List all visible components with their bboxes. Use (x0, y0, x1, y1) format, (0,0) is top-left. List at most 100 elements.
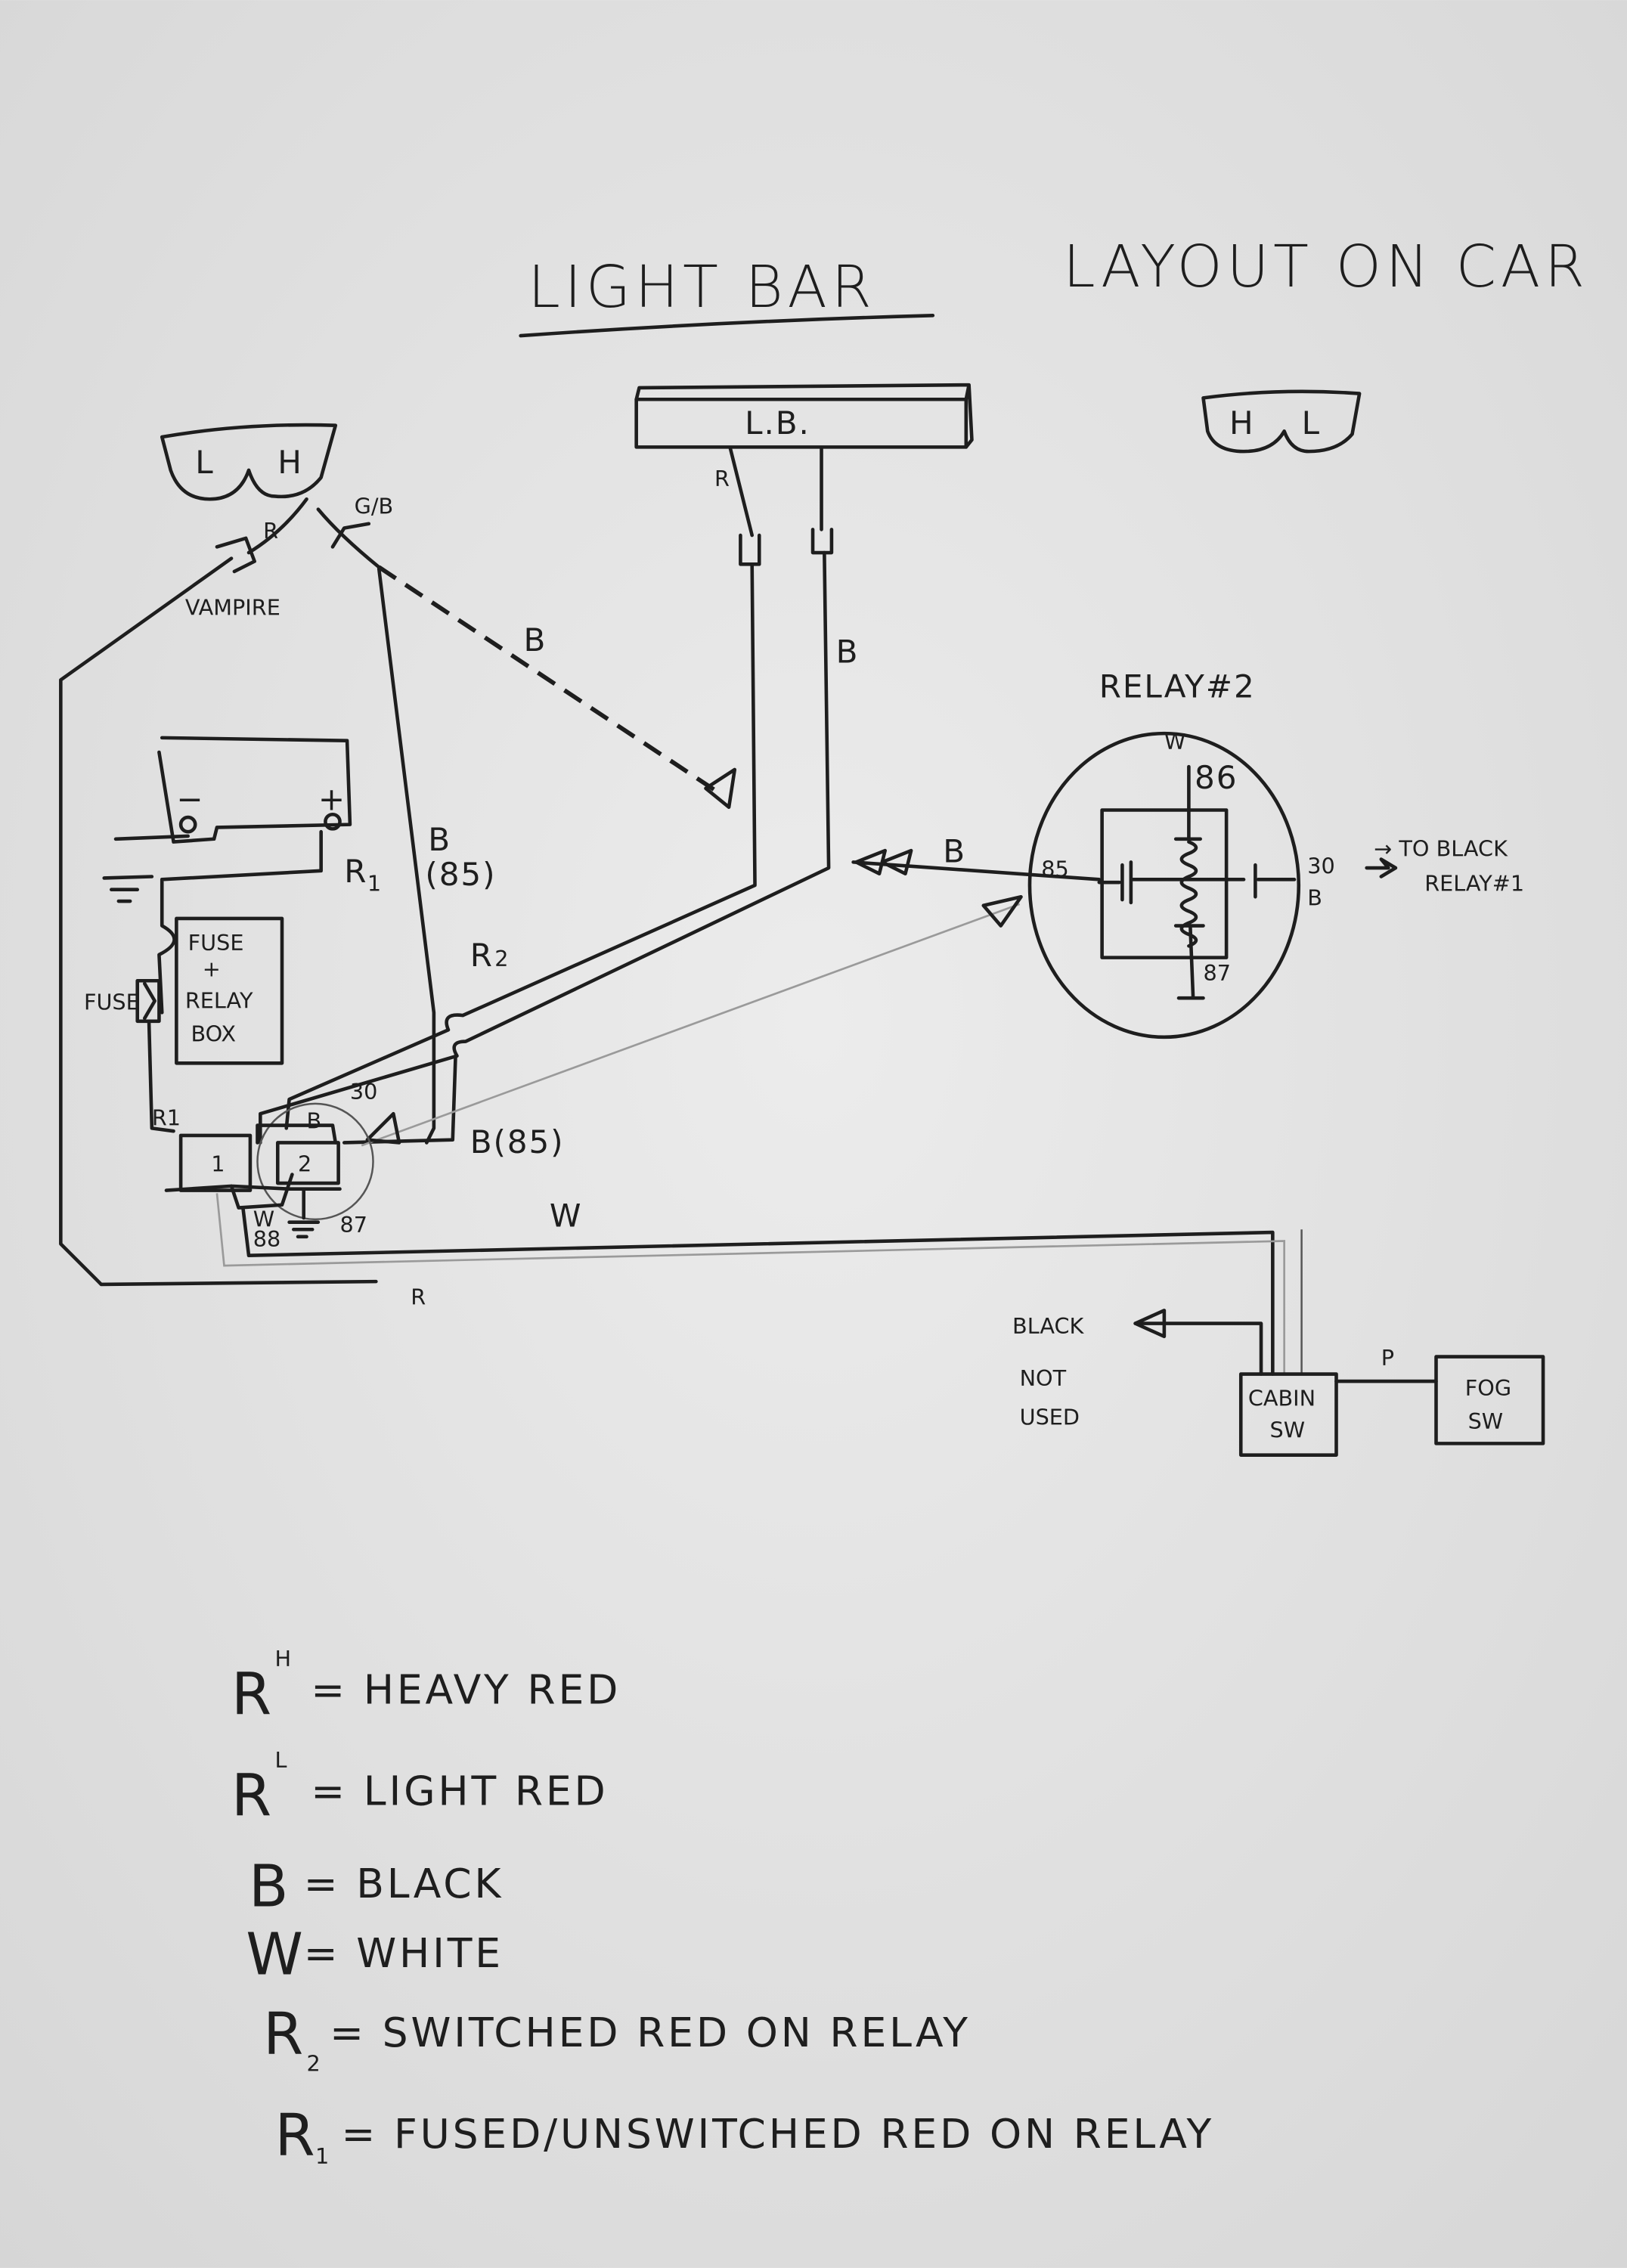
svg-text:1: 1 (315, 2143, 329, 2169)
fuse-relay-box (175, 916, 284, 1065)
svg-text:R: R (231, 1762, 271, 1830)
light-bar: L.B. (634, 383, 974, 449)
wire-black-85 (851, 860, 1102, 881)
fuse-box-line3: RELAY (185, 988, 253, 1014)
label-r1-battery: R (344, 853, 367, 890)
label-fuse: FUSE (84, 989, 140, 1015)
cabin-switch-line2: SW (1270, 1418, 1306, 1443)
label-b85-upper-b: B (428, 821, 451, 858)
relay1-unit1 (178, 1133, 253, 1192)
fuse-box-line4: BOX (191, 1021, 237, 1047)
headlight-right-l: L (1302, 404, 1321, 442)
relay2-b: B (1307, 885, 1322, 911)
label-p: P (1381, 1345, 1394, 1371)
wire-red-vampire (59, 497, 378, 1287)
relay1-unit1-label: 1 (211, 1151, 225, 1177)
relay2-85: 85 (1041, 857, 1069, 882)
black-not-used-1: BLACK (1012, 1313, 1084, 1339)
legend-item: R 1 = FUSED/UNSWITCHED RED ON RELAY (274, 2102, 1214, 2169)
svg-text:W: W (246, 1921, 303, 1988)
wire-white-inner (215, 1193, 1285, 1374)
vampire-connector (215, 536, 256, 574)
battery-negative: − (176, 781, 204, 818)
battery-neg-terminal (178, 815, 197, 834)
wire-black-not-used (1133, 1321, 1263, 1376)
relay2-note-1: → TO BLACK (1374, 836, 1508, 862)
battery-r1-wire (102, 829, 323, 1015)
fuse-box-line1: FUSE (188, 930, 244, 956)
svg-text:R: R (274, 2102, 315, 2169)
wire-b85-down (377, 566, 436, 1145)
relay2-w: W (1164, 729, 1185, 754)
lb-connector-left (739, 533, 761, 566)
relay2-note-2: RELAY#1 (1424, 871, 1524, 897)
legend-item: W = WHITE (246, 1921, 500, 1988)
black-not-used-3: USED (1020, 1404, 1080, 1430)
fog-switch-line2: SW (1468, 1408, 1504, 1434)
fog-switch-box (1434, 1355, 1545, 1445)
label-r-bottom: R (411, 1284, 426, 1310)
headlight-right-h: H (1229, 404, 1255, 442)
wire-red-lb (284, 446, 757, 1130)
label-r2-sub: 2 (494, 946, 508, 971)
headlight-left-h: H (277, 444, 303, 481)
arrow-dashed-end (704, 767, 737, 809)
title-main: LIGHT BAR (528, 254, 875, 321)
svg-text:H: H (274, 1646, 291, 1672)
svg-text:2: 2 (307, 2051, 321, 2077)
wire-black-dashed (377, 565, 725, 798)
svg-text:= FUSED/UNSWITCHED RED ON RELA: = FUSED/UNSWITCHED RED ON RELAY (341, 2110, 1214, 2158)
label-b85-upper-num: (85) (425, 856, 496, 893)
arrow-double (854, 848, 913, 875)
svg-text:= SWITCHED RED ON RELAY: = SWITCHED RED ON RELAY (330, 2009, 971, 2056)
label-w-long: W (550, 1197, 583, 1234)
fog-switch-line1: FOG (1465, 1375, 1511, 1401)
relay2-coil (1173, 764, 1205, 1000)
label-gb: G/B (355, 493, 394, 519)
relay1-unit2 (275, 1141, 340, 1185)
label-r-vampire: R (263, 518, 278, 544)
headlight-left-l: L (195, 444, 214, 481)
svg-text:B: B (249, 1853, 288, 1920)
legend-item: R 2 = SWITCHED RED ON RELAY (263, 2001, 971, 2077)
label-r2: R (470, 937, 494, 974)
label-vampire: VAMPIRE (185, 594, 280, 620)
black-not-used-2: NOT (1020, 1365, 1067, 1391)
fuse-box-line2: + (203, 956, 221, 981)
arrow-to-black (1365, 857, 1398, 878)
wires: − + (59, 446, 1545, 1457)
light-bar-label: L.B. (745, 404, 810, 442)
wire-gb (316, 507, 381, 569)
svg-text:= HEAVY RED: = HEAVY RED (311, 1666, 621, 1714)
wire-fused (147, 1019, 175, 1133)
headlight-right: H L (1201, 389, 1362, 454)
relay2-outline (1027, 731, 1301, 1040)
svg-text:L: L (274, 1747, 287, 1773)
arrow-gray-top (981, 894, 1023, 928)
cabin-switch-line1: CABIN (1248, 1386, 1316, 1411)
legend-item: R L = LIGHT RED (231, 1747, 608, 1830)
lb-connector-right (810, 528, 834, 555)
relay1-outline (256, 1102, 374, 1221)
arrow-gray-bottom (365, 1111, 401, 1145)
label-b-arrow: B (943, 832, 966, 869)
label-87-relay1: 87 (340, 1212, 368, 1238)
label-r1-battery-sub: 1 (367, 871, 381, 897)
label-88: 88 (253, 1226, 281, 1252)
relay2-contacts (1097, 860, 1297, 905)
title-underline (519, 314, 935, 338)
label-b85-lower: B(85) (470, 1123, 565, 1160)
label-b-dashed: B (523, 621, 547, 658)
title-block: LIGHT BAR LAYOUT ON CAR (519, 234, 1589, 338)
svg-text:R: R (263, 2001, 303, 2068)
battery (157, 736, 352, 844)
svg-text:= LIGHT RED: = LIGHT RED (311, 1768, 608, 1815)
wire-gray-to-relay1 (361, 903, 1021, 1147)
label-w-88: W (253, 1206, 274, 1232)
label-b-lightbar: B (836, 633, 860, 670)
labels: R G/B VAMPIRE B R B B (85) R 1 R 2 FUSE … (84, 466, 1524, 1443)
title-sub: LAYOUT ON CAR (1063, 234, 1589, 301)
battery-pos-terminal (324, 812, 342, 831)
arrow-not-used (1133, 1309, 1167, 1339)
